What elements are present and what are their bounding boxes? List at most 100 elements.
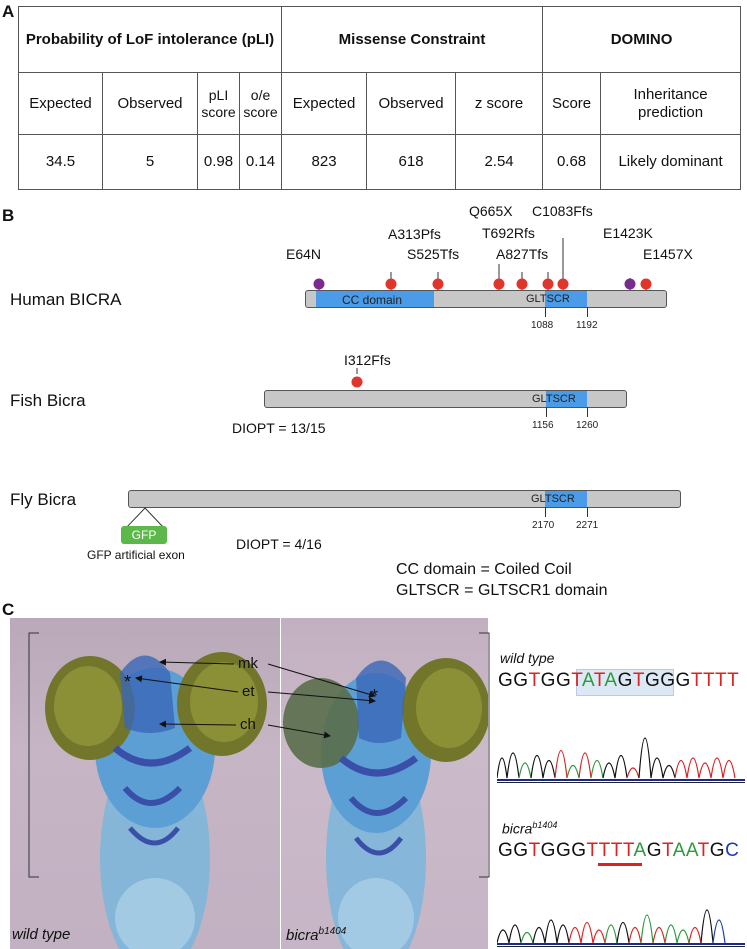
wild-type-larva-drawing bbox=[45, 652, 267, 949]
nucleotide: T bbox=[697, 840, 710, 861]
nucleotide: A bbox=[633, 840, 647, 861]
constraint-table: Probability of LoF intolerance (pLI) Mis… bbox=[17, 6, 742, 190]
nucleotide: T bbox=[622, 840, 634, 861]
mut-s525tfs: S525Tfs bbox=[407, 246, 460, 262]
legend-gltscr: GLTSCR = GLTSCR1 domain bbox=[396, 582, 608, 599]
nucleotide: T bbox=[610, 840, 623, 861]
val-expected-lof: 34.5 bbox=[18, 134, 103, 190]
fly-gltscr-domain bbox=[545, 491, 587, 507]
fish-tick-end bbox=[587, 407, 588, 417]
wt-seq-highlight bbox=[576, 669, 674, 696]
val-domino-score: 0.68 bbox=[542, 134, 602, 190]
nucleotide: G bbox=[540, 670, 556, 691]
fly-tick-end bbox=[587, 507, 588, 517]
nucleotide: T bbox=[528, 840, 541, 861]
nucleotide: T bbox=[632, 670, 645, 691]
mut-q665x: Q665X bbox=[469, 203, 513, 219]
dot-e1423k bbox=[624, 278, 636, 290]
wild-type-caption: wild type bbox=[12, 926, 71, 943]
human-mutation-dots bbox=[313, 278, 652, 290]
header-missense: Missense Constraint bbox=[281, 6, 544, 73]
fish-start-label: 1156 bbox=[532, 420, 554, 431]
wt-chromatogram bbox=[497, 737, 745, 783]
wild-type-larva-photo bbox=[10, 618, 280, 949]
mut-e1423k: E1423K bbox=[603, 225, 653, 241]
panel-label-a: A bbox=[2, 2, 15, 21]
mut-a827tfs: A827Tfs bbox=[496, 246, 549, 262]
fish-mutation-dot bbox=[351, 368, 363, 388]
nucleotide: G bbox=[617, 670, 633, 691]
nucleotide: G bbox=[540, 840, 556, 861]
human-gltscr-domain bbox=[545, 291, 587, 307]
nucleotide: G bbox=[571, 840, 587, 861]
fly-gltscr-label: GLTSCR bbox=[531, 493, 575, 505]
human-bicra-label: Human BICRA bbox=[10, 290, 122, 309]
nucleotide: G bbox=[646, 840, 663, 861]
nucleotide: T bbox=[571, 670, 582, 691]
label-mk: mk bbox=[238, 655, 258, 672]
val-observed-lof: 5 bbox=[102, 134, 198, 190]
panel-label-c: C bbox=[2, 600, 15, 619]
nucleotide: G bbox=[498, 840, 514, 861]
mut-e1457x: E1457X bbox=[643, 246, 693, 262]
human-tick-end bbox=[587, 307, 588, 317]
val-expected-mis: 823 bbox=[281, 134, 368, 190]
human-start-label: 1088 bbox=[531, 320, 554, 331]
col-expected-mis: Expected bbox=[281, 72, 368, 135]
mut-i312ffs: I312Ffs bbox=[344, 352, 391, 368]
val-oe: 0.14 bbox=[238, 134, 283, 190]
fly-tick-start bbox=[545, 507, 546, 517]
header-domino: DOMINO bbox=[542, 6, 742, 73]
fly-bicra-bar bbox=[128, 490, 681, 508]
col-expected-lof: Expected bbox=[18, 72, 103, 135]
mut-underline bbox=[598, 863, 642, 866]
nucleotide: T bbox=[690, 670, 703, 691]
annotation-arrows bbox=[135, 658, 376, 739]
wt-sequence: GGTGGTATAGTGGGTTTT bbox=[498, 670, 739, 692]
fish-end-label: 1260 bbox=[576, 420, 599, 431]
fish-bicra-bar bbox=[264, 390, 627, 408]
mut-a313pfs: A313Pfs bbox=[388, 226, 441, 242]
val-observed-mis: 618 bbox=[366, 134, 457, 190]
fly-end-label: 2271 bbox=[576, 520, 599, 531]
nucleotide: A bbox=[604, 670, 618, 691]
dot-c1083ffs bbox=[557, 278, 569, 290]
mut-chromatogram bbox=[497, 909, 745, 947]
fly-bicra-label: Fly Bicra bbox=[10, 490, 77, 509]
nucleotide: T bbox=[727, 670, 740, 691]
val-pli: 0.98 bbox=[197, 134, 240, 190]
dot-q665x bbox=[493, 278, 505, 290]
nucleotide: G bbox=[660, 670, 676, 691]
fish-gltscr-label: GLTSCR bbox=[532, 393, 576, 405]
nucleotide: G bbox=[644, 670, 661, 691]
fish-bicra-label: Fish Bicra bbox=[10, 391, 86, 410]
col-oe-score: o/e score bbox=[238, 72, 283, 135]
human-cc-label: CC domain bbox=[342, 293, 403, 307]
mut-sequence: GGTGGGTTTTAGTAATGC bbox=[498, 840, 739, 862]
nucleotide: T bbox=[528, 670, 541, 691]
gfp-insertion-wedge bbox=[125, 507, 165, 529]
wt-seq-title: wild type bbox=[500, 650, 555, 666]
nucleotide: G bbox=[513, 840, 529, 861]
header-pli: Probability of LoF intolerance (pLI) bbox=[17, 6, 283, 73]
mut-e64n: E64N bbox=[286, 246, 322, 262]
dot-t692rfs bbox=[516, 278, 528, 290]
gfp-caption: GFP artificial exon bbox=[87, 548, 185, 562]
nucleotide: A bbox=[581, 670, 594, 691]
val-inheritance: Likely dominant bbox=[600, 134, 742, 190]
col-domino-score: Score bbox=[542, 72, 602, 135]
mut-c1083ffs: C1083Ffs bbox=[532, 203, 593, 219]
label-ch: ch bbox=[240, 716, 256, 733]
mutant-larva-drawing bbox=[283, 658, 488, 949]
wild-type-asterisk: * bbox=[124, 672, 132, 692]
fly-start-label: 2170 bbox=[532, 520, 555, 531]
nucleotide: T bbox=[662, 840, 673, 861]
nucleotide: G bbox=[513, 670, 529, 691]
gfp-box: GFP bbox=[121, 526, 167, 544]
nucleotide: G bbox=[709, 840, 726, 861]
nucleotide: T bbox=[586, 840, 599, 861]
col-pli-score: pLI score bbox=[197, 72, 240, 135]
nucleotide: T bbox=[598, 840, 611, 861]
col-observed-mis: Observed bbox=[366, 72, 457, 135]
nucleotide: T bbox=[715, 670, 728, 691]
